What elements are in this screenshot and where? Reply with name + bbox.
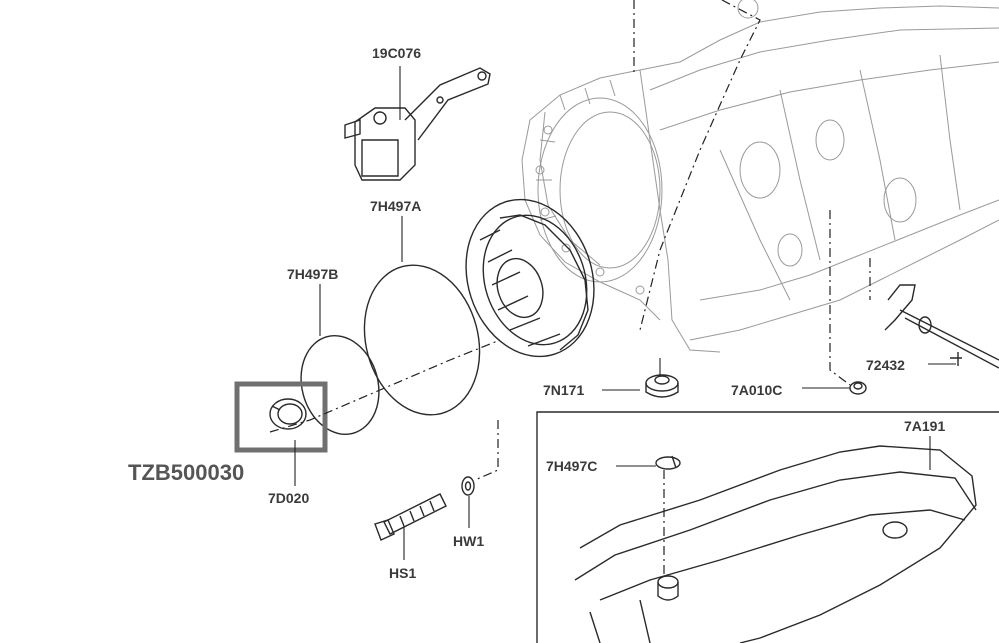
callout-7h497a: 7H497A [370, 198, 421, 214]
callout-hs1: HS1 [389, 565, 416, 581]
selector-shaft-72432 [884, 284, 999, 369]
callout-19c076: 19C076 [372, 45, 421, 61]
callout-7a191: 7A191 [904, 418, 945, 434]
transmission-case [521, 5, 999, 353]
callout-72432: 72432 [866, 357, 905, 373]
seal-7d020 [269, 398, 307, 430]
washer-hw1 [461, 476, 475, 496]
highlight-box [234, 381, 328, 453]
pump-assembly [465, 198, 595, 358]
callout-7h497c: 7H497C [546, 458, 597, 474]
callout-7n171: 7N171 [543, 382, 584, 398]
leader-lines [294, 66, 956, 560]
solenoid-bracket [344, 67, 491, 181]
oil-pan-inset [536, 411, 999, 643]
center-lines [269, 0, 871, 575]
o-ring-7h497b [300, 335, 380, 435]
callout-hw1: HW1 [453, 533, 484, 549]
o-ring-7h497a [363, 264, 481, 416]
callout-tzb500030: TZB500030 [128, 460, 244, 485]
filter-7n171 [645, 374, 679, 398]
callout-7d020: 7D020 [268, 490, 309, 506]
plug-7a010c [849, 381, 867, 395]
bolt-hs1 [374, 493, 447, 541]
callout-7h497b: 7H497B [287, 266, 338, 282]
callout-7a010c: 7A010C [731, 382, 782, 398]
